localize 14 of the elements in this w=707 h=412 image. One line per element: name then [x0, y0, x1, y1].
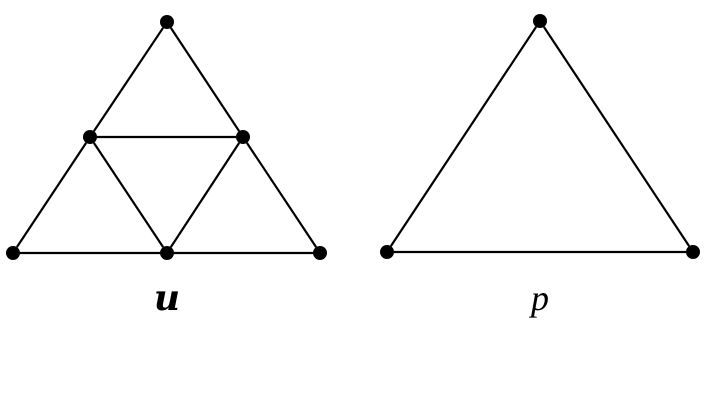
edge-line — [170, 142, 240, 248]
edge-line — [20, 252, 160, 254]
edge-line — [394, 250, 686, 254]
edge-line — [174, 252, 313, 254]
edge-line — [542, 26, 690, 247]
edge-line — [246, 142, 318, 248]
variable-label: u — [154, 280, 180, 316]
edge-line — [16, 142, 88, 248]
edge-line — [92, 27, 164, 132]
edge-line — [92, 142, 164, 248]
edge-line — [170, 27, 240, 132]
edge-line — [97, 136, 236, 138]
edge-line — [390, 26, 538, 247]
variable-label: p — [531, 280, 549, 316]
